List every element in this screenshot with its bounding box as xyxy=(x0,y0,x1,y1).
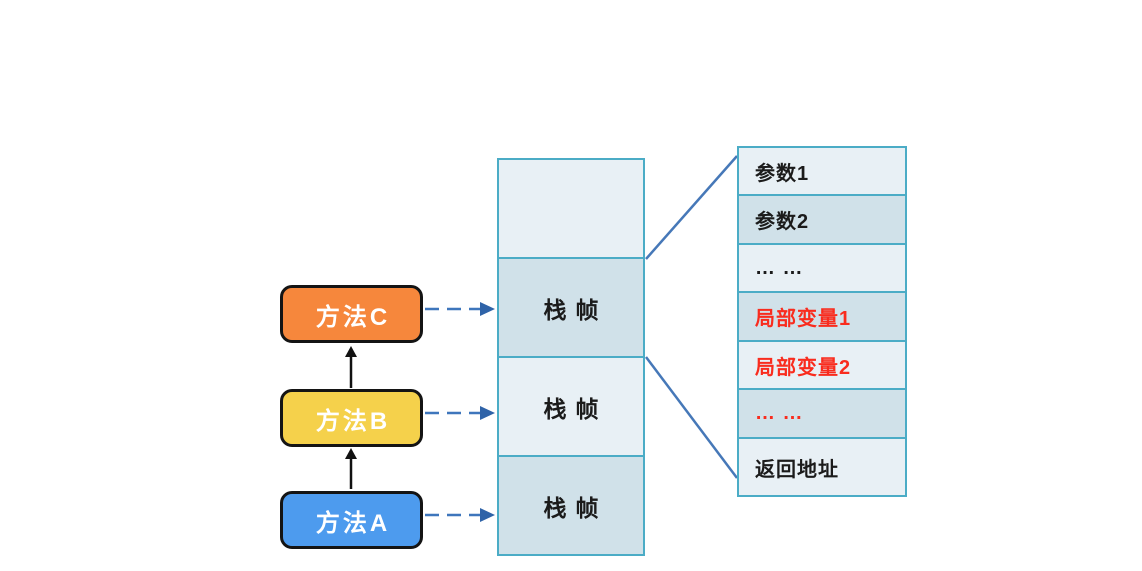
stack-cell-frame-c: 栈帧 xyxy=(499,259,643,356)
method-b-label: 方法B xyxy=(315,407,391,435)
stack-cell-frame-b: 栈帧 xyxy=(499,358,643,455)
method-a-label: 方法A xyxy=(315,509,391,537)
frame-row-local-var2: 局部变量2 xyxy=(739,342,905,388)
frame-row-local-var1: 局部变量1 xyxy=(739,293,905,340)
frame-detail-table: 参数1 参数2 … … 局部变量1 局部变量2 … … 返回地址 xyxy=(737,146,907,497)
frame-row-param1: 参数1 xyxy=(739,148,905,194)
method-c-box: 方法C xyxy=(280,285,423,343)
method-b-box: 方法B xyxy=(280,389,423,447)
stack-column: 栈帧 栈帧 栈帧 xyxy=(497,158,645,556)
method-c-label: 方法C xyxy=(315,303,391,331)
zoom-line-top xyxy=(645,155,738,260)
stack-cell-frame-a: 栈帧 xyxy=(499,457,643,554)
frame-row-params-ellipsis: … … xyxy=(739,245,905,291)
zoom-line-bottom xyxy=(645,356,738,479)
frame-row-return-address: 返回地址 xyxy=(739,439,905,495)
method-a-box: 方法A xyxy=(280,491,423,549)
frame-row-param2: 参数2 xyxy=(739,196,905,243)
frame-row-locals-ellipsis: … … xyxy=(739,390,905,437)
stack-cell-empty xyxy=(499,160,643,257)
